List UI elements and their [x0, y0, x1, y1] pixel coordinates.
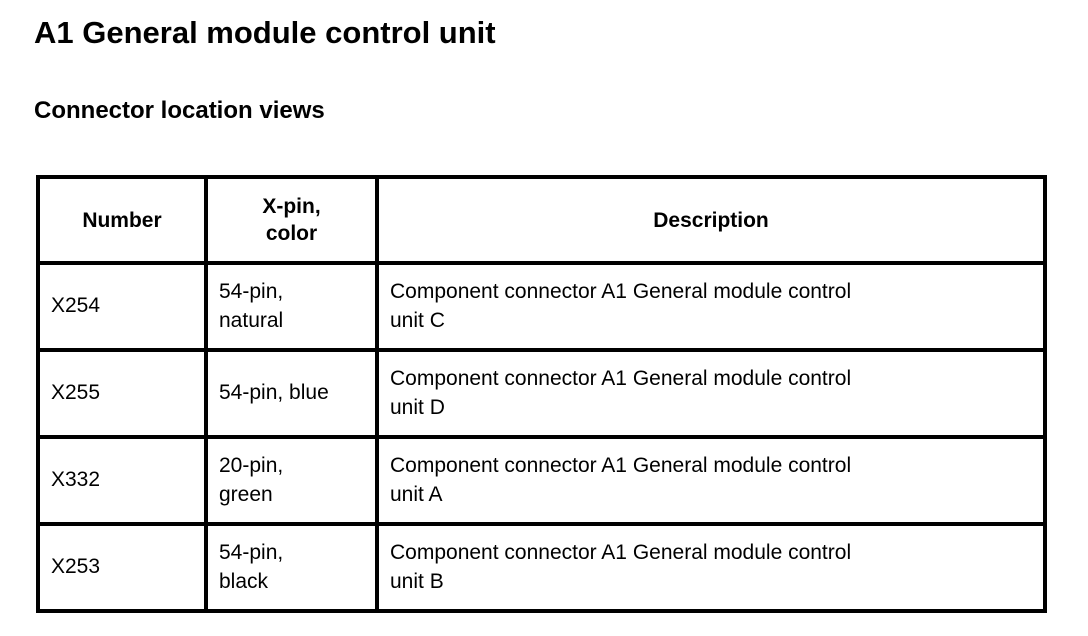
- table-row: X254 54-pin, natural Component connector…: [36, 261, 1047, 352]
- cell-number: X253: [36, 522, 208, 613]
- cell-number: X255: [36, 348, 208, 439]
- cell-xpin-color: 20-pin, green: [204, 435, 379, 526]
- section-subtitle: Connector location views: [34, 97, 325, 124]
- table-row: X253 54-pin, black Component connector A…: [36, 522, 1047, 613]
- page-title: A1 General module control unit: [34, 15, 496, 50]
- document-page: A1 General module control unit Connector…: [34, 15, 1047, 613]
- cell-xpin-color: 54-pin, black: [204, 522, 379, 613]
- cell-description: Component connector A1 General module co…: [375, 348, 1047, 439]
- cell-description: Component connector A1 General module co…: [375, 261, 1047, 352]
- cell-number: X332: [36, 435, 208, 526]
- column-header-number: Number: [36, 175, 208, 265]
- table-row: X332 20-pin, green Component connector A…: [36, 435, 1047, 526]
- cell-description: Component connector A1 General module co…: [375, 522, 1047, 613]
- cell-xpin-color: 54-pin, natural: [204, 261, 379, 352]
- table-row: X255 54-pin, blue Component connector A1…: [36, 348, 1047, 439]
- cell-xpin-color: 54-pin, blue: [204, 348, 379, 439]
- column-header-xpin-color: X-pin, color: [204, 175, 379, 265]
- connector-location-table: Number X-pin, color Description X254 54-…: [36, 175, 1047, 613]
- table-header-row: Number X-pin, color Description: [36, 175, 1047, 265]
- column-header-description: Description: [375, 175, 1047, 265]
- cell-description: Component connector A1 General module co…: [375, 435, 1047, 526]
- cell-number: X254: [36, 261, 208, 352]
